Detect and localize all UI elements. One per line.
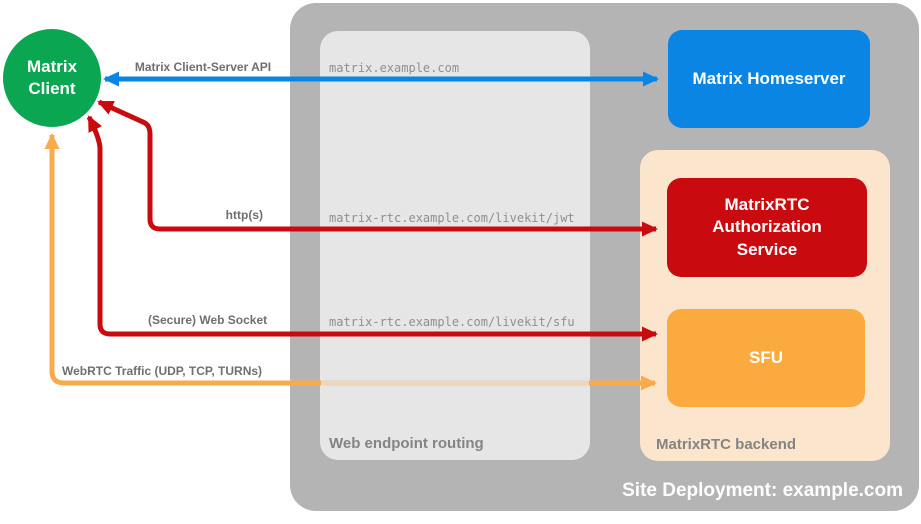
site-deployment-label: Site Deployment: example.com <box>622 480 903 501</box>
matrix-client-node: Matrix Client <box>3 29 101 127</box>
matrix-homeserver-node: Matrix Homeserver <box>668 30 870 128</box>
matrixrtc-authorization-service-node: MatrixRTC Authorization Service <box>667 178 867 277</box>
matrixrtc-backend-label: MatrixRTC backend <box>656 436 797 453</box>
client-server-api-arrow-label: Matrix Client-Server API <box>134 60 272 74</box>
endpoint-matrix-url: matrix.example.com <box>329 61 460 75</box>
endpoint-livekit-sfu-url: matrix-rtc.example.com/livekit/sfu <box>329 315 575 329</box>
web-endpoint-routing-box: Web endpoint routing <box>320 31 590 460</box>
https-arrow-label: http(s) <box>225 208 263 222</box>
web-endpoint-routing-label: Web endpoint routing <box>329 435 484 452</box>
sfu-node: SFU <box>667 309 865 407</box>
webrtc-traffic-arrow-label: WebRTC Traffic (UDP, TCP, TURNs) <box>62 364 263 378</box>
websocket-arrow-label: (Secure) Web Socket <box>148 313 268 327</box>
endpoint-livekit-jwt-url: matrix-rtc.example.com/livekit/jwt <box>329 211 575 225</box>
